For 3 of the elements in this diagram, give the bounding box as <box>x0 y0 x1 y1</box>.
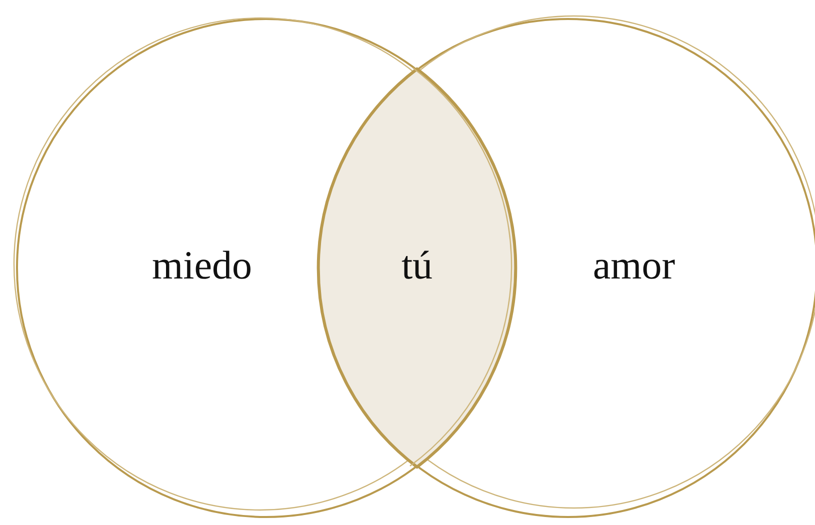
circle-label: amor <box>592 242 676 288</box>
circle-label: tú <box>401 242 433 288</box>
circle-label: miedo <box>152 242 252 288</box>
